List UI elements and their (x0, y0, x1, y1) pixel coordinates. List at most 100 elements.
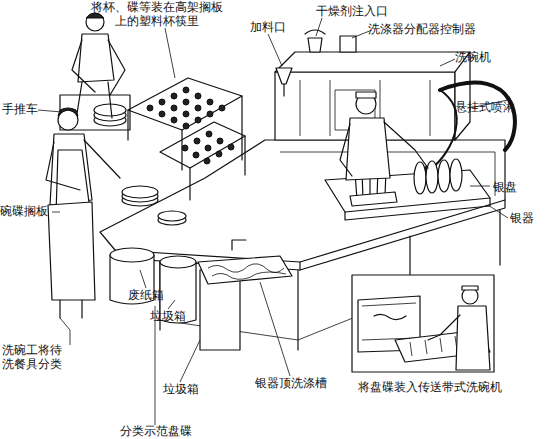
overhead-racks (128, 78, 245, 200)
conveyor-inset-part (374, 314, 406, 319)
overhead-racks-part (147, 87, 234, 164)
callout-label: 洗碗工将待 洗餐具分类 (2, 343, 70, 371)
overhead-racks-part-part (171, 93, 177, 99)
callout-label: 碗碟搁板 (0, 204, 56, 218)
callout-label: 银器 (510, 211, 544, 225)
overhead-racks-part (128, 78, 242, 130)
callout-label: 加料口 (250, 20, 294, 34)
overhead-racks-part-part (183, 87, 189, 93)
leader-lines-part (440, 59, 455, 66)
overhead-racks-part-part (204, 158, 210, 164)
worker-sorting-part (60, 300, 82, 318)
leader-lines-part (268, 34, 282, 66)
worker-with-cart-part (72, 40, 125, 95)
leader-lines-part (168, 300, 175, 309)
overhead-racks-part-part (195, 117, 201, 123)
dishwasher-part (308, 38, 322, 52)
leader-lines-part (52, 212, 60, 213)
waste-bins-part (110, 248, 154, 262)
overhead-racks-part-part (195, 105, 201, 111)
overhead-racks-part-part (147, 105, 153, 111)
overhead-racks-part-part (182, 145, 188, 151)
callout-label: 分类示范盘碟 (120, 424, 204, 438)
callout-label: 干燥剂注入口 (316, 4, 396, 18)
conveyor-inset-part (428, 315, 460, 340)
silver-sink-part (232, 240, 246, 250)
leader-lines-part (60, 318, 70, 345)
dishwasher-worker (340, 92, 428, 180)
leader-lines (38, 18, 508, 425)
silver-sink-part (212, 272, 286, 279)
leader-lines-part (155, 306, 156, 425)
conveyor-inset-part (410, 336, 457, 356)
dishwasher-part (340, 36, 356, 52)
callout-label: 银器顶洗涤槽 (255, 376, 335, 390)
callout-label: 将盘碟装入传送带式洗碗机 (358, 380, 518, 394)
overhead-racks-part-part (217, 138, 223, 144)
silver-rack-part (414, 162, 426, 194)
conveyor-inset-part (462, 286, 478, 290)
leader-lines-part (316, 18, 322, 36)
dishwasher-part (455, 52, 470, 140)
silver-rack-part (350, 192, 397, 206)
overhead-racks-part-part (194, 138, 200, 144)
callout-label: 垃圾箱 (150, 309, 194, 323)
dishwasher-part (305, 30, 325, 34)
overhead-racks-part-part (159, 111, 165, 117)
callout-label: 洗涤器分配器控制器 (368, 22, 488, 36)
leader-lines-part (488, 205, 508, 218)
overhead-racks-part-part (183, 99, 189, 105)
conveyor-inset-part (456, 306, 490, 370)
conveyor-inset-part (362, 303, 416, 340)
overhead-racks-part-part (171, 105, 177, 111)
leader-lines-part (260, 282, 290, 376)
overhead-racks-part (160, 122, 245, 168)
counter-part (299, 262, 300, 270)
worker-sorting (46, 108, 120, 318)
callout-label: 垃圾箱 (163, 382, 207, 396)
worker-with-cart-part (86, 13, 104, 31)
silver-rack-part (426, 161, 438, 193)
dishwasher-part (276, 68, 292, 84)
overhead-racks-part-part (195, 93, 201, 99)
worker-sorting-part (46, 140, 120, 190)
silver-sink (198, 240, 292, 284)
overhead-racks-part-part (205, 145, 211, 151)
silver-rack-part (450, 159, 462, 191)
overhead-racks-part-part (159, 99, 165, 105)
hanging-spray-part (430, 90, 457, 170)
overhead-racks-part-part (219, 105, 225, 111)
leader-lines-part (165, 28, 175, 78)
overhead-racks-part-part (216, 151, 222, 157)
overhead-racks-part-part (207, 111, 213, 117)
dish-shelf-part (94, 104, 126, 116)
waste-bins-part (160, 256, 196, 268)
leader-lines-part (470, 186, 490, 187)
overhead-racks-part-part (207, 99, 213, 105)
callout-label: 将杯、碟等装在高架搁板 上的塑料杯筷里 (88, 0, 226, 28)
hanging-spray-part (440, 83, 515, 150)
silver-rack-part (438, 160, 450, 192)
overhead-racks-part-part (183, 111, 189, 117)
dish-shelf-part (122, 186, 158, 198)
overhead-racks-part (128, 96, 245, 200)
counter-part (100, 140, 505, 262)
conveyor-inset-part (352, 275, 494, 372)
overhead-racks-part-part (228, 144, 234, 150)
dishwasher-part (275, 52, 470, 72)
dishwasher-worker-part (346, 118, 390, 180)
dishwasher-worker-part (340, 122, 428, 176)
callout-label: 手推车 (2, 102, 46, 116)
overhead-racks-part-part (171, 117, 177, 123)
overhead-racks-part-part (183, 123, 189, 129)
leader-lines-part (180, 340, 200, 382)
dish-shelf-part (158, 211, 186, 221)
overhead-racks-part-part (193, 152, 199, 158)
silver-sink-part (208, 264, 284, 273)
callout-label: 银盘 (493, 180, 527, 194)
callout-label: 废纸箱 (128, 288, 172, 302)
silver-sink-part (198, 256, 292, 284)
callout-label: 悬挂式喷淋 (455, 100, 525, 114)
